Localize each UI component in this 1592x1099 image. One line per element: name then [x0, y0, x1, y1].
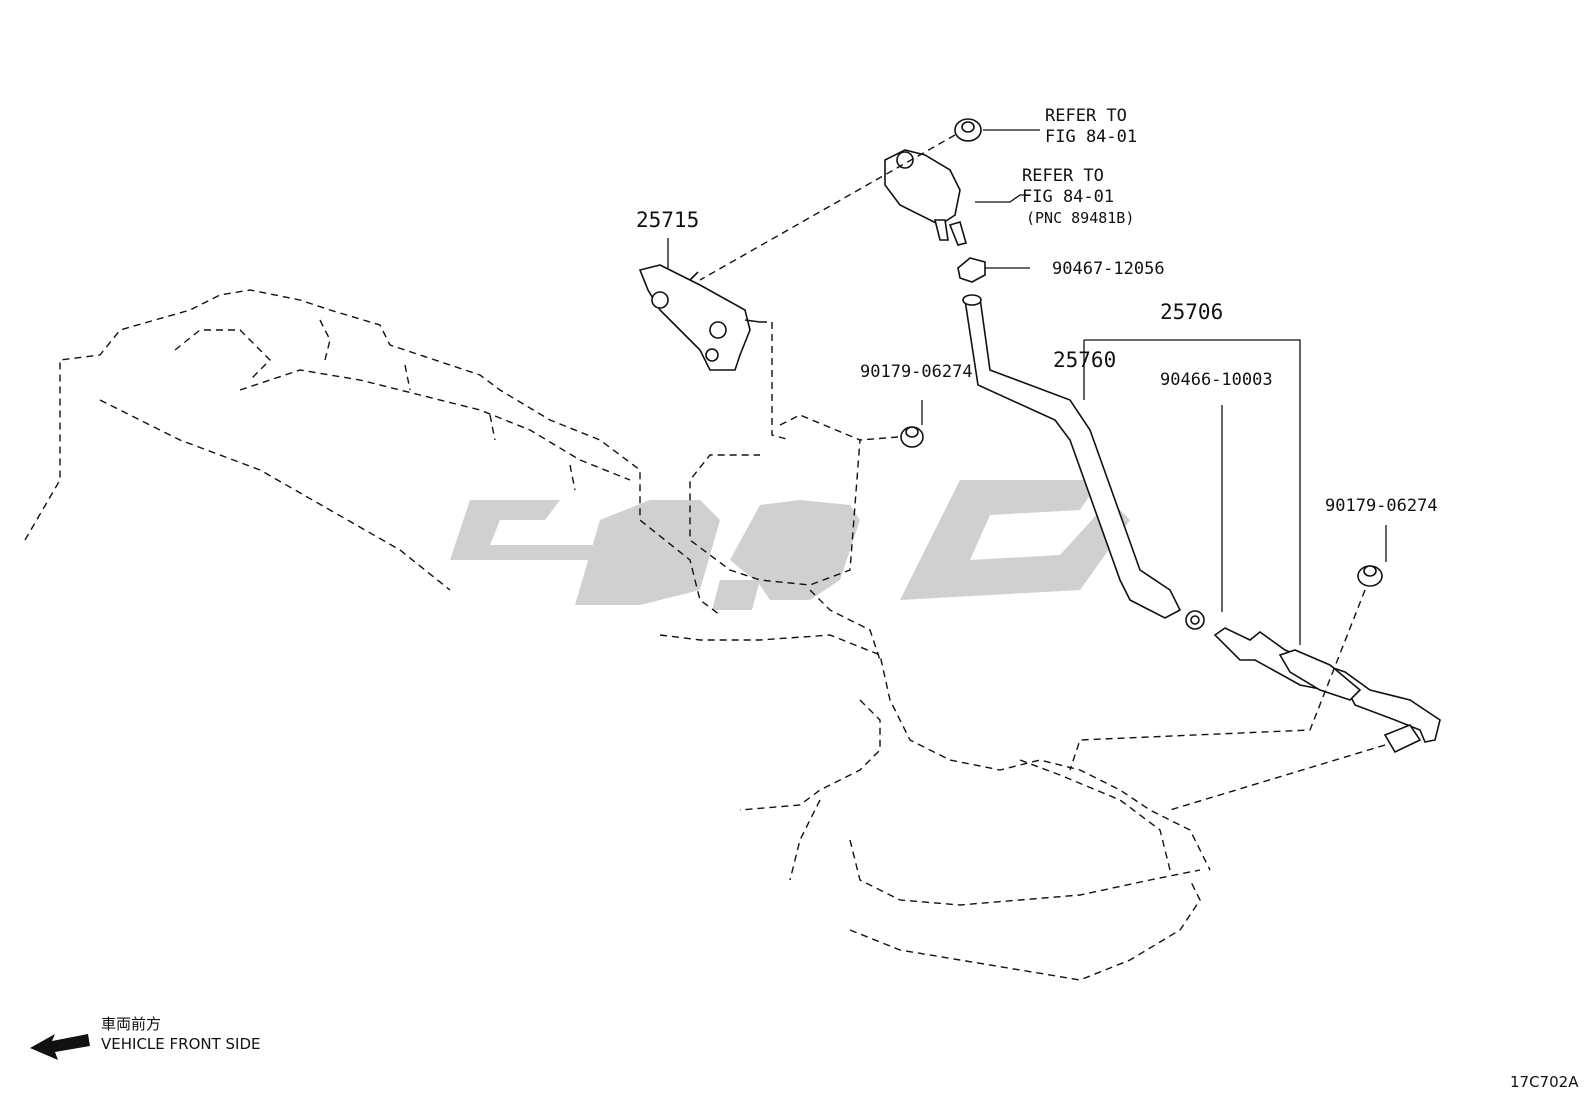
part-number-25706: 25706	[1160, 300, 1224, 324]
hose-25760	[962, 294, 1182, 619]
hose-clamp	[1185, 610, 1205, 630]
nut-90179-left	[900, 426, 924, 448]
clip-90467	[957, 257, 1030, 283]
pipe-25706	[1213, 627, 1441, 754]
refer-bolt-line2: FIG 84-01	[1045, 127, 1138, 147]
refer-sensor-line1: REFER TO	[1022, 166, 1104, 186]
refer-bolt-label: REFER TO FIG 84-01	[1045, 106, 1137, 148]
orientation-jp: 車両前方	[101, 1015, 162, 1033]
part-number-90466-10003: 90466-10003	[1160, 370, 1273, 390]
refer-sensor-label: REFER TO FIG 84-01 (PNC 89481B)	[1022, 166, 1134, 229]
arrow-left-icon	[30, 1034, 90, 1060]
bolt-top	[954, 118, 1040, 142]
watermark	[450, 480, 1130, 610]
part-number-25760: 25760	[1053, 348, 1117, 372]
orientation-en: VEHICLE FRONT SIDE	[101, 1035, 261, 1053]
assembly-lines	[699, 134, 1386, 811]
orientation-caption: 車両前方 VEHICLE FRONT SIDE	[101, 1014, 261, 1054]
pressure-sensor	[884, 149, 967, 246]
part-number-90467-12056: 90467-12056	[1052, 259, 1165, 279]
refer-bolt-line1: REFER TO	[1045, 106, 1127, 126]
refer-sensor-line3: (PNC 89481B)	[1026, 209, 1135, 227]
part-number-25715: 25715	[636, 208, 700, 232]
sensor-bracket	[638, 264, 761, 371]
engine-outline	[24, 289, 1211, 981]
refer-sensor-line2: FIG 84-01	[1022, 187, 1115, 207]
figure-code: 17C702A	[1510, 1073, 1579, 1091]
part-number-90179-06274-left: 90179-06274	[860, 362, 973, 382]
part-number-90179-06274-right: 90179-06274	[1325, 496, 1438, 516]
nut-90179-right	[1357, 565, 1383, 587]
leader-lines	[667, 194, 1387, 645]
